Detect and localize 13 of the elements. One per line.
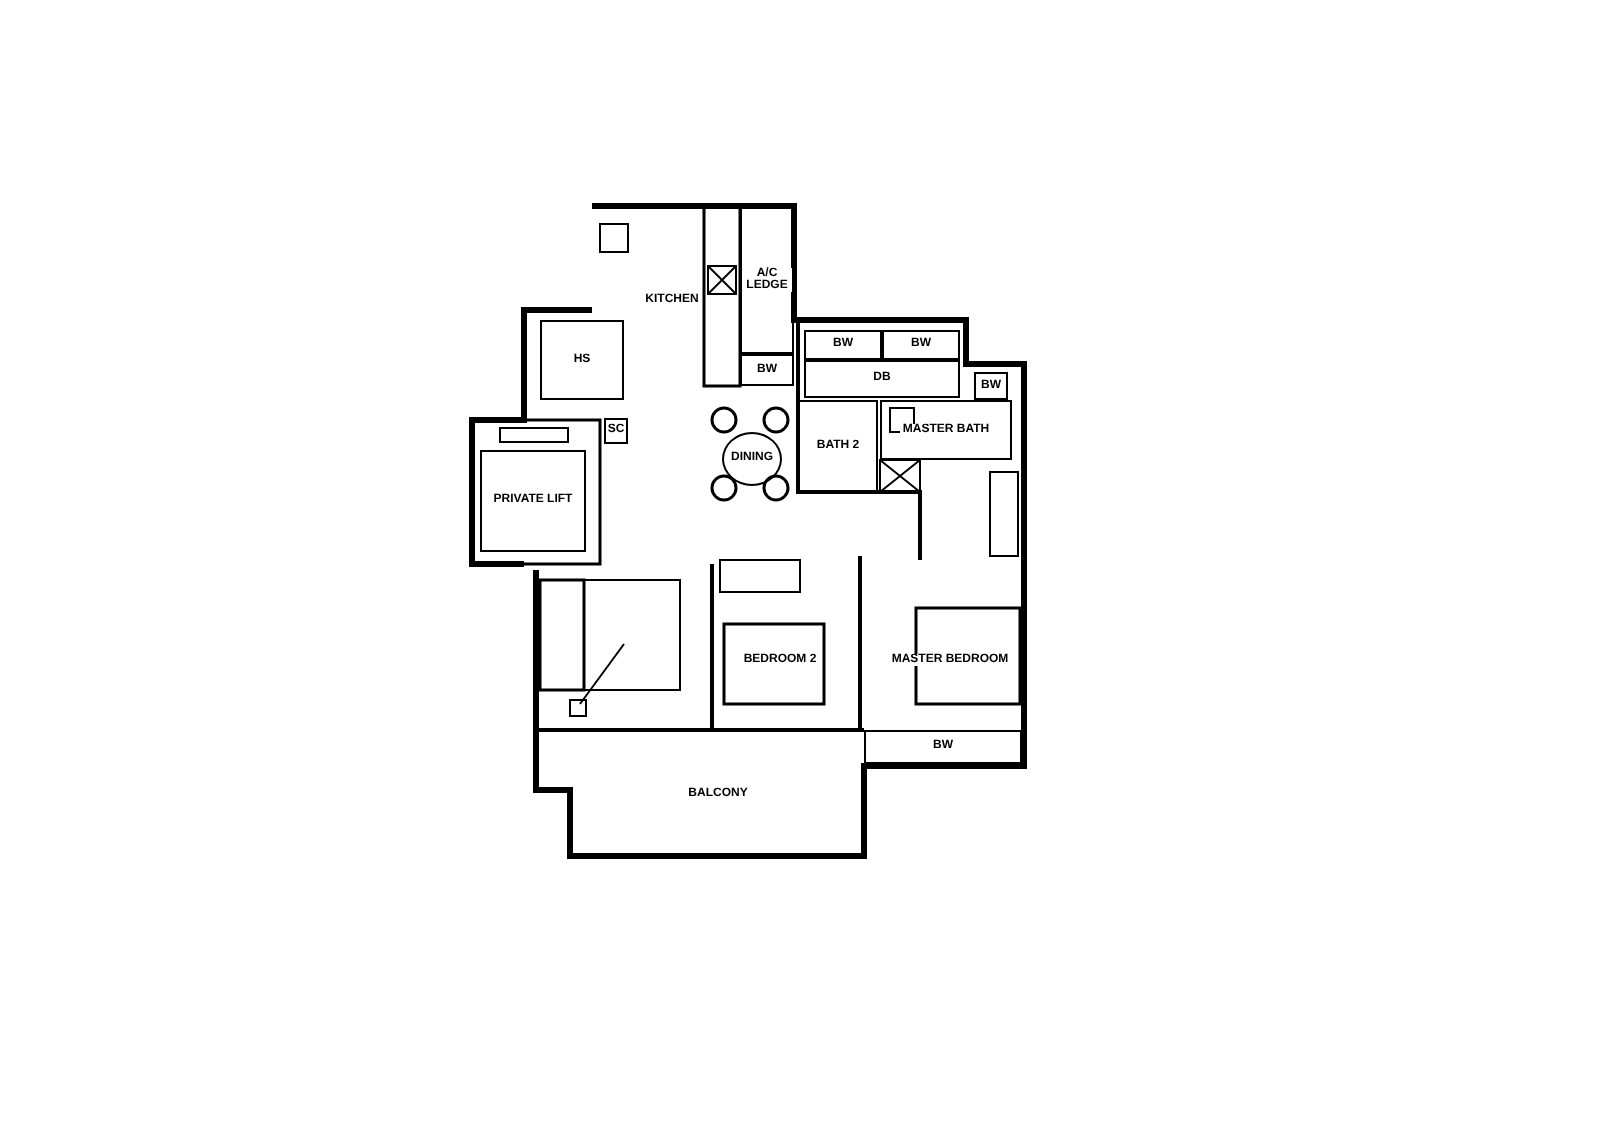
- room-outline: [740, 206, 794, 354]
- room-outline: [804, 330, 882, 360]
- room-outline: [864, 730, 1022, 764]
- room-outline: [540, 320, 624, 400]
- room-outline: [604, 418, 628, 444]
- room-outline: [740, 354, 794, 386]
- room-outline: [880, 400, 1012, 460]
- room-outline: [882, 330, 960, 360]
- room-outline: [798, 400, 878, 492]
- room-outline: [480, 450, 586, 552]
- room-outline: [804, 360, 960, 398]
- dining-table: [722, 432, 782, 486]
- room-outline: [974, 372, 1008, 400]
